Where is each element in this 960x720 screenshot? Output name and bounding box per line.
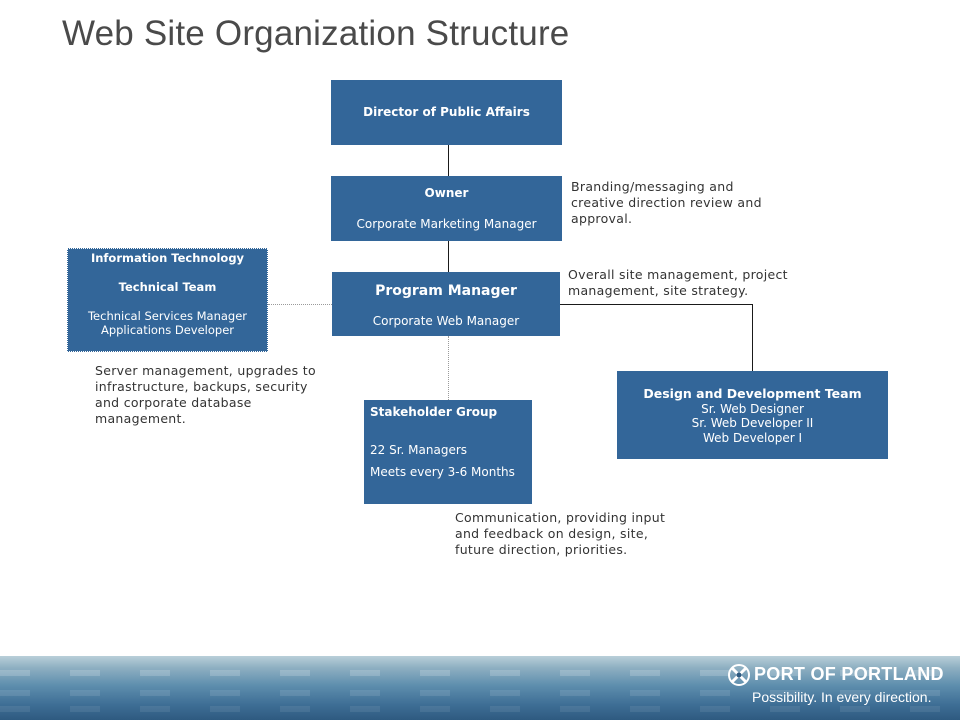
note-program-manager: Overall site management, project managem… [568,267,788,298]
program-manager-label: Program Manager [375,283,517,299]
stakeholder-line2: Meets every 3-6 Months [370,465,515,479]
it-team-line3: Technical Services Manager [87,309,248,323]
design-team-label: Design and Development Team [643,386,862,401]
connector-director-owner [448,144,449,176]
stakeholder-label: Stakeholder Group [370,405,498,419]
design-team-line2: Sr. Web Developer II [691,416,814,430]
stakeholder-box: Stakeholder Group 22 Sr. Managers Meets … [364,400,532,504]
connector-it-program [268,304,332,305]
director-box: Director of Public Affairs [331,80,562,145]
design-team-line1: Sr. Web Designer [701,402,804,416]
it-team-line1: Information Technology [90,251,245,265]
connector-program-stakeholder [448,336,449,400]
brand-name: PORT OF PORTLAND [754,664,944,684]
it-team-line4: Applications Developer [100,323,235,337]
port-compass-icon [728,664,750,686]
footer-wave [0,706,960,712]
stakeholder-line1: 22 Sr. Managers [370,443,468,457]
it-team-box: Information Technology Technical Team Te… [67,248,268,352]
note-it: Server management, upgrades to infrastru… [95,363,316,426]
connector-program-design-h [560,304,753,305]
program-manager-sub: Corporate Web Manager [372,314,520,328]
it-team-line2: Technical Team [118,280,217,294]
owner-sub: Corporate Marketing Manager [356,217,537,231]
note-stakeholder: Communication, providing input and feedb… [455,510,666,557]
page-title: Web Site Organization Structure [62,14,570,53]
connector-owner-program [448,240,449,272]
director-label: Director of Public Affairs [363,105,530,119]
owner-box: Owner Corporate Marketing Manager [331,176,562,241]
design-team-box: Design and Development Team Sr. Web Desi… [617,371,888,459]
owner-label: Owner [424,186,469,200]
brand-tagline: Possibility. In every direction. [752,689,932,705]
footer-wave [0,670,960,676]
connector-program-design-v [752,304,753,371]
program-manager-box: Program Manager Corporate Web Manager [332,272,560,336]
footer-wave [0,690,960,696]
note-owner: Branding/messaging and creative directio… [571,179,762,226]
design-team-line3: Web Developer I [702,431,803,445]
footer-banner [0,656,960,720]
brand-logo: PORT OF PORTLAND Possibility. In every d… [726,662,956,714]
